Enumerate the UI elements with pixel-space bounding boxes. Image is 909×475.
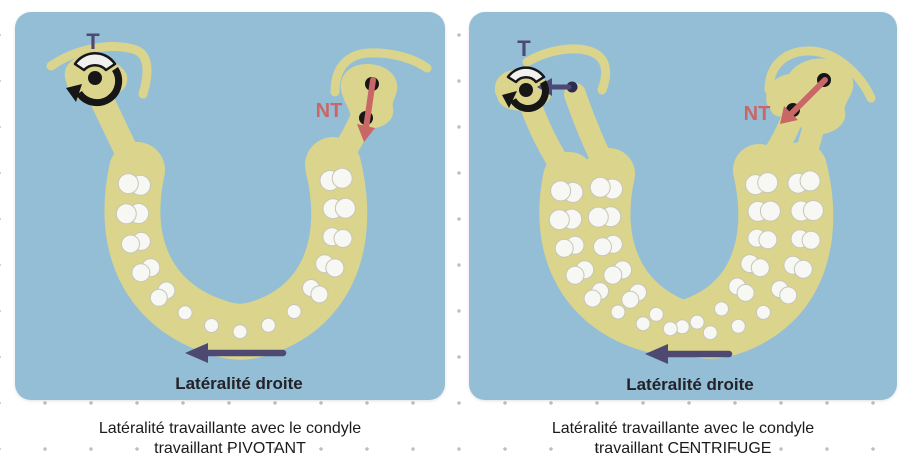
tooth	[747, 200, 781, 222]
tooth	[322, 227, 353, 248]
tooth	[740, 254, 770, 278]
pivot-dot	[88, 71, 102, 85]
t-start-dot	[566, 81, 578, 93]
teeth-end	[548, 172, 781, 337]
tooth	[260, 317, 276, 333]
caption-centrifuge: Latéralité travaillante avec le condyle …	[469, 419, 897, 459]
tooth	[302, 279, 329, 304]
pivot-dot	[519, 83, 533, 97]
nt-direction-arrow-icon	[357, 77, 376, 142]
laterality-arrow-label: Latéralité droite	[175, 374, 303, 393]
tooth	[131, 258, 161, 283]
tooth	[755, 304, 771, 320]
tooth	[730, 318, 746, 334]
rotation-arrow-icon	[66, 52, 123, 107]
tooth	[745, 172, 779, 196]
tooth	[587, 206, 622, 228]
tooth	[702, 325, 718, 341]
tooth	[603, 260, 633, 285]
tooth	[621, 283, 647, 309]
non-working-condyle-label: NT	[316, 100, 343, 122]
fossa-left	[46, 42, 152, 99]
working-condyle-label: T	[517, 36, 531, 61]
tooth	[662, 321, 678, 337]
diagram-panel-pivotant: T NT Latéralité droite	[15, 12, 445, 400]
fossa-left	[522, 44, 611, 95]
tooth	[589, 176, 623, 200]
laterality-arrow-icon	[185, 343, 287, 363]
laterality-arrow-label: Latéralité droite	[626, 375, 754, 394]
tooth	[322, 197, 356, 220]
tooth	[770, 280, 798, 305]
pivotant-diagram-svg: T NT Latéralité droite	[46, 29, 432, 393]
teeth	[115, 167, 356, 340]
tooth	[790, 200, 824, 222]
centrifuge-diagram-svg: T NT Latéralité droite	[494, 36, 876, 394]
mandible-body	[104, 137, 368, 360]
caption-pivotant: Latéralité travaillante avec le condyle …	[15, 419, 445, 459]
caption-line: travaillant PIVOTANT	[154, 440, 306, 457]
tooth	[728, 277, 755, 302]
tooth	[787, 170, 821, 194]
rotation-arrow-icon	[502, 66, 549, 112]
tooth	[714, 301, 729, 317]
tooth	[689, 314, 705, 330]
caption-line: Latéralité travaillante avec le condyle	[98, 420, 362, 437]
tooth	[121, 231, 151, 254]
tooth	[149, 281, 176, 307]
caption-line: travaillant CENTRIFUGE	[594, 440, 772, 457]
laterality-arrow-icon	[645, 344, 733, 364]
tooth	[583, 282, 610, 308]
working-condyle-label: T	[86, 29, 100, 54]
nt-direction-arrow-icon	[780, 77, 828, 124]
tooth	[648, 306, 664, 322]
tooth	[565, 260, 595, 285]
tooth	[593, 234, 623, 257]
non-working-condyle-label: NT	[744, 103, 771, 125]
tooth	[315, 254, 345, 278]
tooth	[554, 235, 585, 258]
tooth	[204, 318, 219, 333]
tooth	[286, 304, 302, 319]
fossa-right	[764, 46, 876, 103]
tooth	[319, 167, 353, 191]
caption-line: Latéralité travaillante avec le condyle	[551, 420, 815, 437]
tooth	[610, 304, 626, 320]
tooth	[790, 229, 821, 250]
diagram-panel-centrifuge: T NT Latéralité droite	[469, 12, 897, 400]
tooth	[747, 228, 778, 250]
tooth	[783, 255, 813, 279]
tooth	[635, 316, 651, 332]
tooth	[548, 208, 583, 231]
teeth-start	[587, 170, 824, 341]
tooth	[550, 180, 584, 203]
tooth	[177, 305, 193, 321]
tooth	[117, 173, 151, 196]
tooth	[115, 203, 150, 225]
fossa-right	[330, 48, 432, 97]
tooth	[232, 324, 248, 340]
